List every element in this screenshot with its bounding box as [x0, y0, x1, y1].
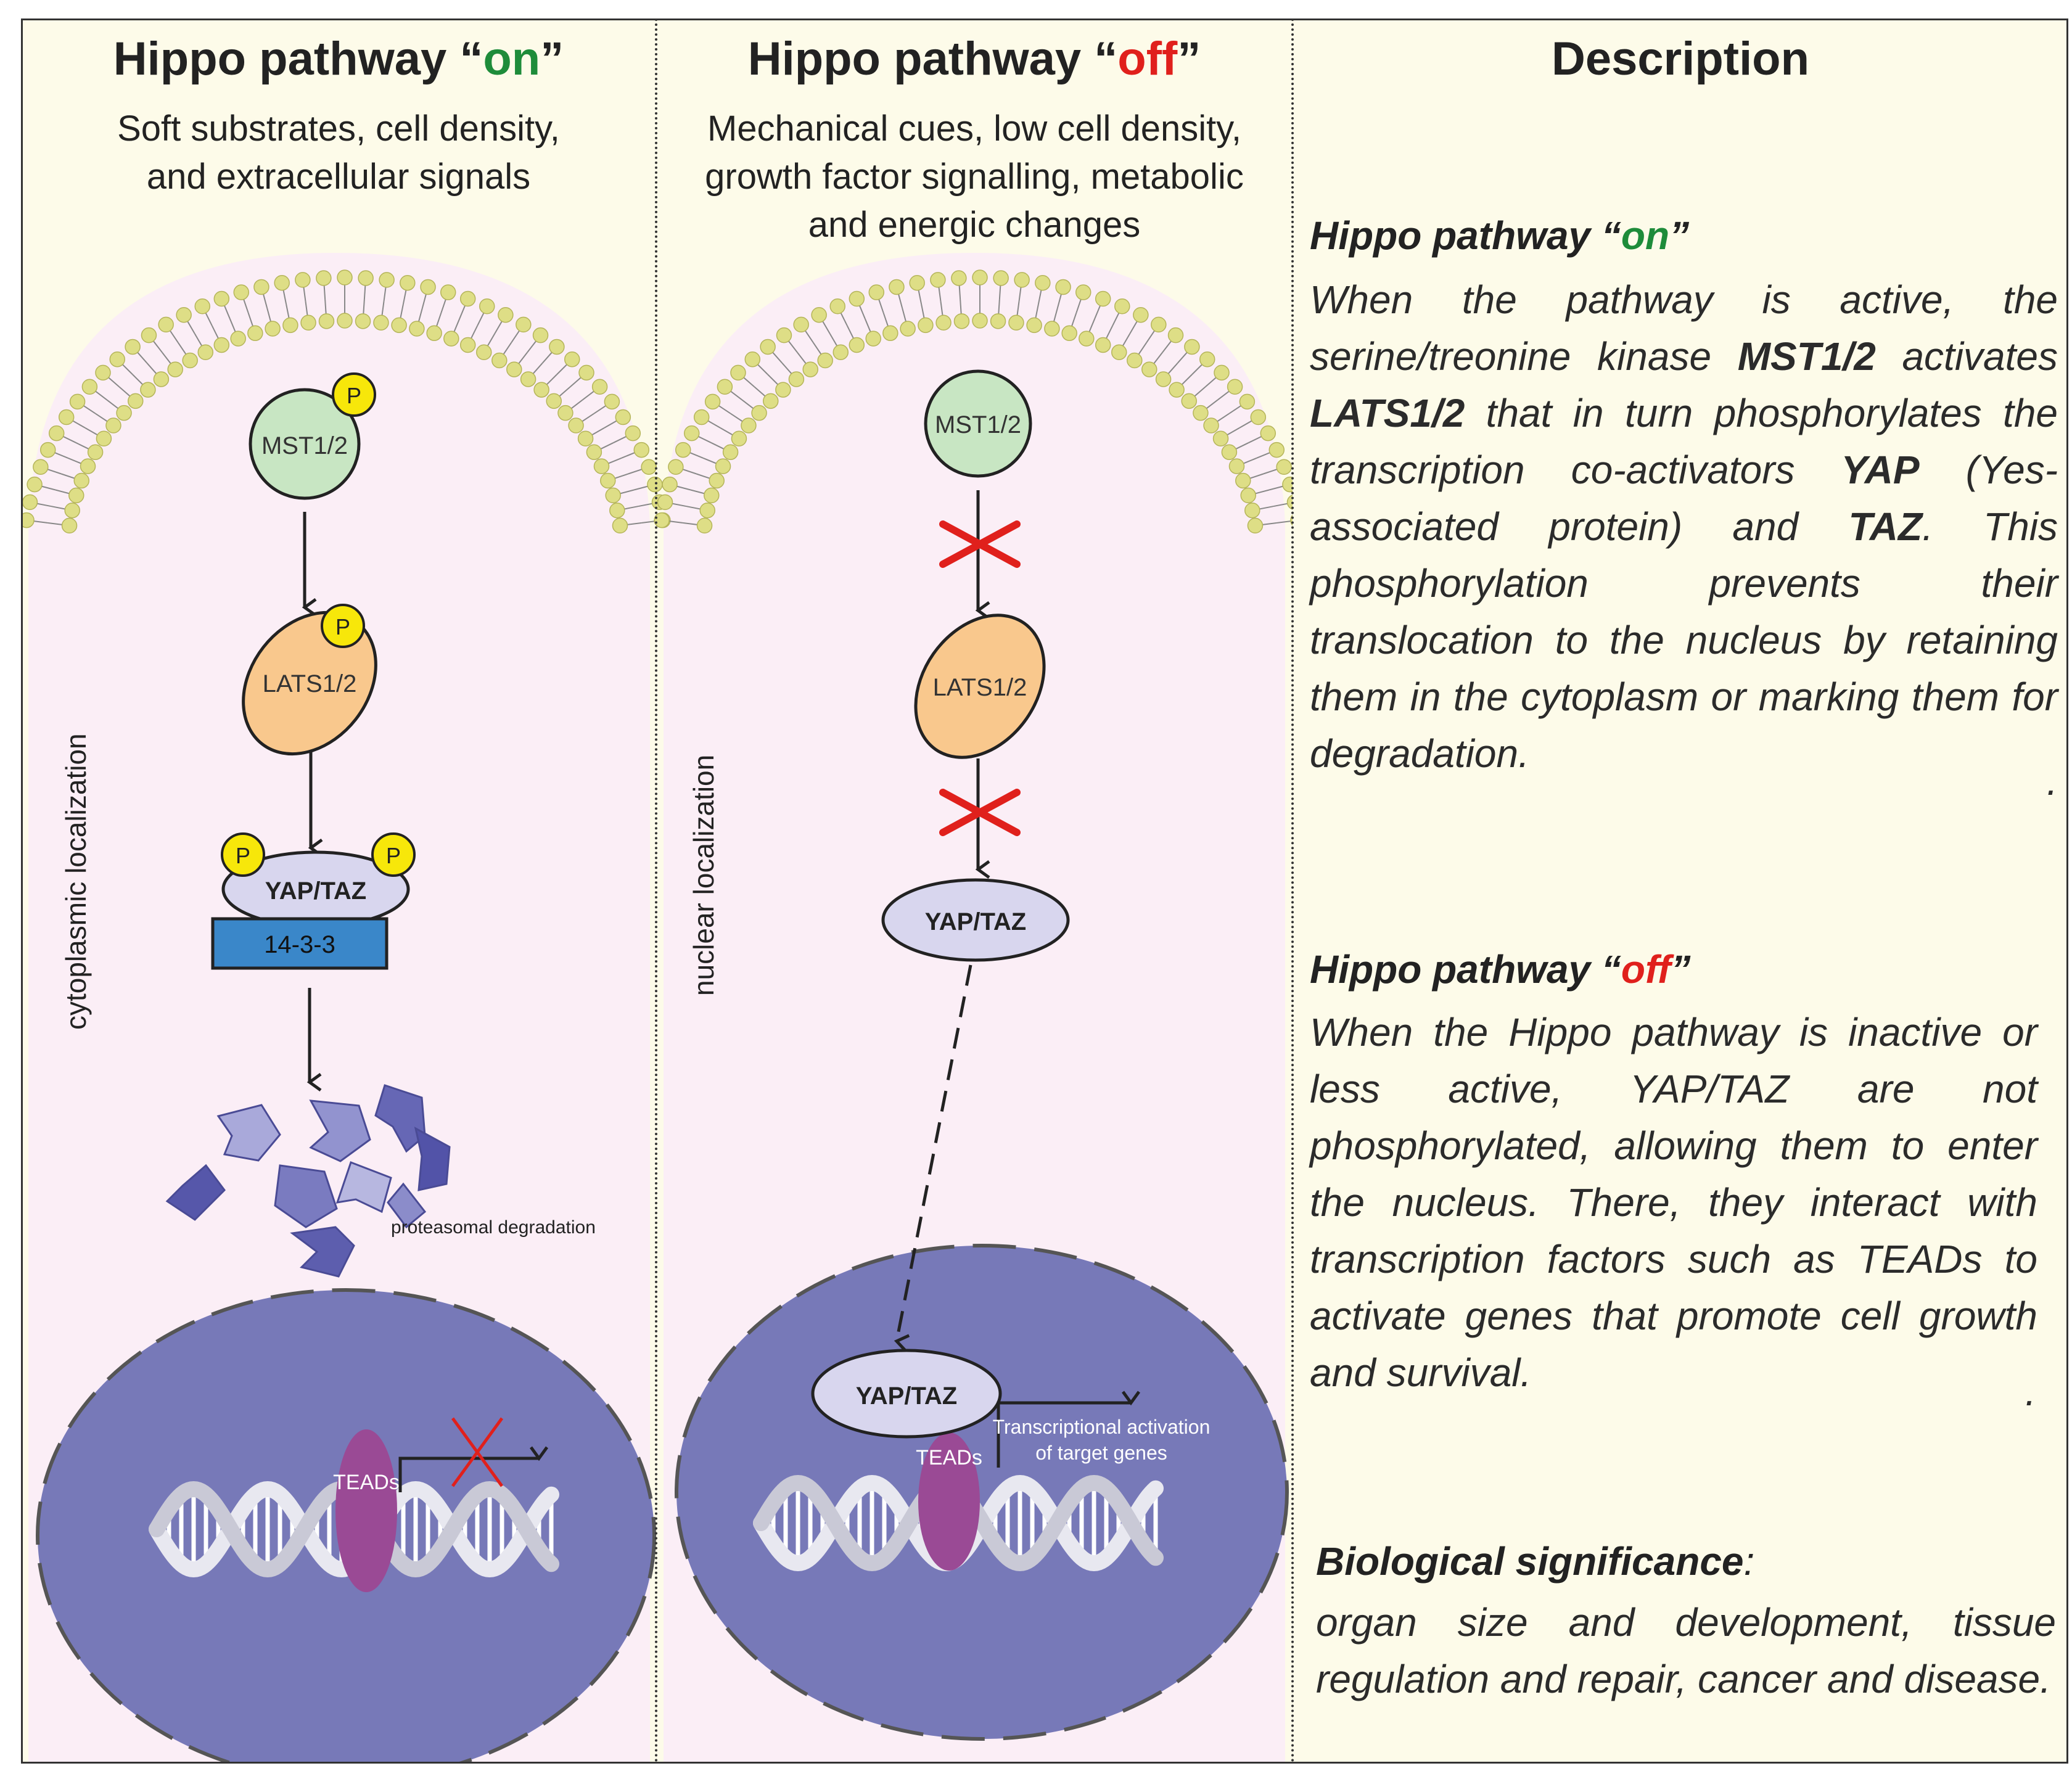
panel-description-background: [1293, 18, 2068, 1764]
activation-label-line2: of target genes: [1035, 1442, 1167, 1464]
nuclear-localization-label: nuclear localization: [688, 754, 720, 996]
proteasome-fragments: [165, 1084, 451, 1278]
teads-on: TEADs: [333, 1429, 400, 1592]
significance-heading: Biological significance:: [1316, 1539, 1755, 1584]
description-title: Description: [1551, 33, 1810, 85]
degradation-label: proteasomal degradation: [391, 1217, 596, 1238]
mst-on-phospho: P: [332, 372, 376, 417]
description-off-text: When the Hippo pathway is inactive or le…: [1310, 1010, 2037, 1395]
yaptaz-off-label: YAP/TAZ: [925, 908, 1026, 935]
blocked-cross-2: [939, 789, 1021, 836]
svg-text:P: P: [335, 614, 350, 639]
svg-text:P: P: [347, 383, 361, 408]
figure-frame: MST1/2 P LATS1/2 P YAP/TAZ P P: [21, 18, 2068, 1764]
yaptaz-nucleus-node: YAP/TAZ: [811, 1349, 1002, 1439]
cytoplasmic-localization-label: cytoplasmic localization: [60, 733, 92, 1030]
description-off-trailing-dot: .: [2025, 1370, 2036, 1414]
blocked-cross-1: [939, 520, 1021, 568]
panel-on-title: Hippo pathway “on”: [113, 33, 564, 85]
yaptaz-nucleus-label: YAP/TAZ: [856, 1383, 957, 1410]
panel-on-subtitle: Soft substrates, cell density, and extra…: [117, 109, 560, 197]
activation-label-line1: Transcriptional activation: [993, 1416, 1211, 1438]
pathway-diagram: MST1/2 P LATS1/2 P YAP/TAZ P P: [21, 253, 1293, 1764]
yaptaz-on-phospho-right: P: [371, 832, 416, 877]
mst-off-node: MST1/2: [924, 369, 1032, 478]
yaptaz-on-label: YAP/TAZ: [265, 877, 366, 905]
transcription-arrow-off: [997, 1403, 1131, 1468]
description-off-heading: Hippo pathway “off”: [1310, 947, 1691, 992]
mst-off-label: MST1/2: [935, 411, 1021, 438]
description-on-text: When the pathway is active, the serine/t…: [1310, 277, 2058, 776]
svg-text:P: P: [386, 843, 401, 868]
panel-off-subtitle: Mechanical cues, low cell density, growt…: [705, 109, 1244, 245]
outer-border: [21, 18, 2068, 1764]
yaptaz-on-phospho-left: P: [221, 832, 265, 877]
lats-off-node: LATS1/2: [914, 614, 1046, 759]
membrane-on: [21, 269, 671, 534]
teads-off-label: TEADs: [916, 1446, 982, 1469]
lats-on-label: LATS1/2: [263, 670, 357, 697]
description-on-heading: Hippo pathway “on”: [1310, 213, 1690, 258]
blocked-transcription-cross: [451, 1417, 504, 1487]
divider-1: [655, 18, 657, 1764]
transcription-arrow-on: [398, 1458, 539, 1492]
mst-on-label: MST1/2: [261, 432, 348, 459]
lats-on-phospho: P: [321, 604, 365, 648]
mst-on-node: MST1/2: [249, 388, 361, 500]
yaptaz-off-node: YAP/TAZ: [881, 878, 1070, 962]
teads-on-label: TEADs: [333, 1471, 400, 1494]
teads-off: TEADs: [916, 1432, 982, 1571]
description-on-trailing-dot: .: [2047, 759, 2058, 803]
panel-off-title: Hippo pathway “off”: [747, 33, 1201, 85]
divider-2: [1291, 18, 1294, 1764]
binder-label: 14-3-3: [264, 931, 335, 958]
significance-text: organ size and development, tissue regul…: [1316, 1600, 2056, 1701]
lats-off-label: LATS1/2: [933, 674, 1027, 701]
svg-text:P: P: [236, 843, 250, 868]
membrane-off: [654, 269, 1293, 534]
yaptaz-on-node: YAP/TAZ: [221, 850, 410, 928]
binder-14-3-3: 14-3-3: [211, 917, 388, 970]
